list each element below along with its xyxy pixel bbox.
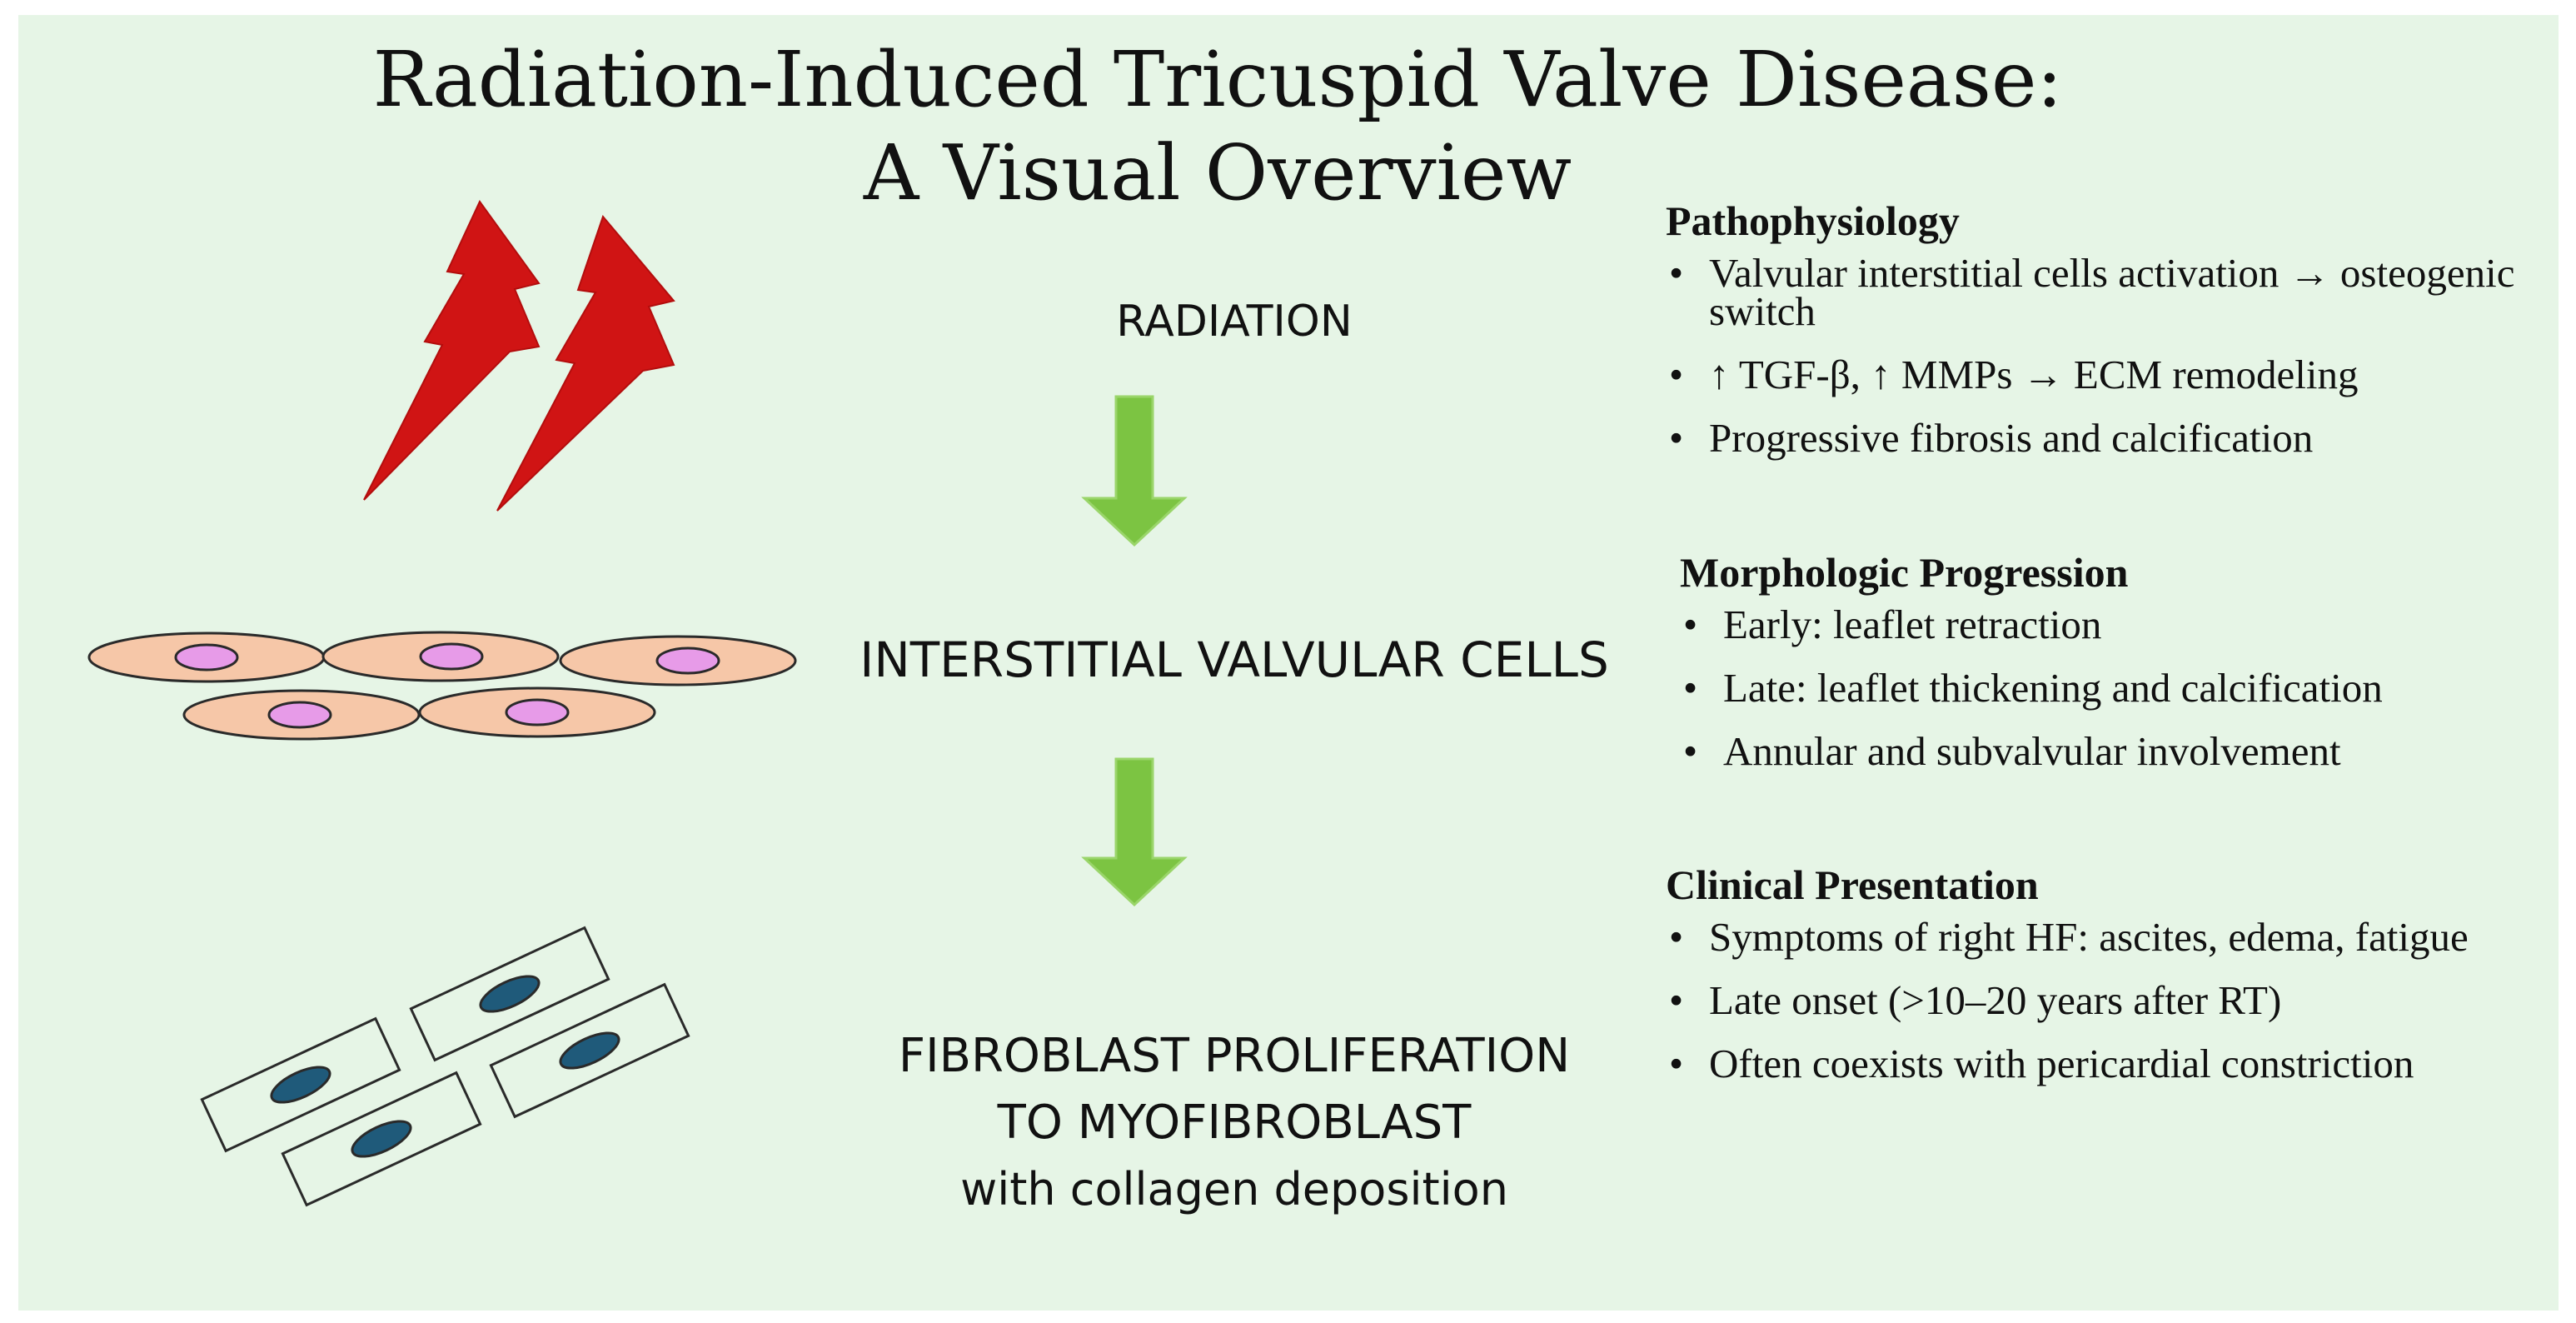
- fibroblast-cell-icon: [409, 926, 610, 1062]
- lightning-bolt-icon: [363, 200, 541, 501]
- valvular-cell-icon: [418, 686, 656, 738]
- list-item: ↑ TGF-β, ↑ MMPs → ECM remodeling: [1666, 354, 2565, 395]
- fibroblast-illustration: [200, 926, 690, 1207]
- lightning-bolt-icon: [496, 215, 675, 512]
- stage-fibroblast-label: FIBROBLAST PROLIFERATION TO MYOFIBROBLAS…: [835, 1023, 1634, 1223]
- stage-fibroblast-line-3: with collagen deposition: [960, 1163, 1508, 1216]
- list-item: Progressive fibrosis and calcification: [1666, 417, 2565, 458]
- title-line-1: Radiation-Induced Tricuspid Valve Diseas…: [372, 35, 2063, 124]
- clinical-presentation-panel: Clinical Presentation Symptoms of right …: [1666, 858, 2565, 1108]
- clinical-presentation-heading: Clinical Presentation: [1666, 861, 2039, 908]
- title-line-2: A Visual Overview: [863, 128, 1572, 217]
- stage-interstitial-cells-text: INTERSTITIAL VALVULAR CELLS: [859, 632, 1609, 688]
- fibroblast-cell-icon: [200, 1016, 401, 1153]
- infographic-canvas: Radiation-Induced Tricuspid Valve Diseas…: [18, 15, 2559, 1311]
- list-item: Late onset (>10–20 years after RT): [1666, 980, 2565, 1021]
- morphologic-progression-panel: Morphologic Progression Early: leaflet r…: [1680, 546, 2576, 796]
- list-item: Symptoms of right HF: ascites, edema, fa…: [1666, 916, 2565, 957]
- stage-radiation-label: RADIATION: [993, 297, 1476, 347]
- down-arrow-icon: [1081, 395, 1188, 547]
- list-item: Often coexists with pericardial constric…: [1666, 1043, 2565, 1084]
- stage-fibroblast-line-2: TO MYOFIBROBLAST: [997, 1096, 1472, 1150]
- valvular-cell-icon: [559, 635, 797, 686]
- stage-interstitial-cells-label: INTERSTITIAL VALVULAR CELLS: [835, 632, 1634, 688]
- valvular-cell-icon: [321, 631, 560, 682]
- fibroblast-cell-icon: [489, 982, 690, 1119]
- pathophysiology-heading: Pathophysiology: [1666, 197, 1960, 244]
- valvular-cell-icon: [87, 632, 326, 683]
- illustration-layer: [87, 200, 1188, 1207]
- list-item: Valvular interstitial cells activation →…: [1666, 252, 2565, 332]
- page-title: Radiation-Induced Tricuspid Valve Diseas…: [18, 33, 2417, 220]
- fibroblast-cell-icon: [281, 1071, 482, 1207]
- morphologic-progression-heading: Morphologic Progression: [1680, 549, 2129, 596]
- pathophysiology-list: Valvular interstitial cells activation →…: [1666, 252, 2565, 458]
- down-arrow-icon: [1081, 757, 1188, 907]
- pathophysiology-panel: Pathophysiology Valvular interstitial ce…: [1666, 194, 2565, 482]
- stage-radiation-text: RADIATION: [1116, 297, 1353, 347]
- clinical-presentation-list: Symptoms of right HF: ascites, edema, fa…: [1666, 916, 2565, 1084]
- valvular-cells-illustration: [87, 631, 797, 741]
- list-item: Early: leaflet retraction: [1680, 604, 2576, 645]
- stage-fibroblast-line-1: FIBROBLAST PROLIFERATION: [898, 1029, 1571, 1083]
- list-item: Annular and subvalvular involvement: [1680, 731, 2576, 771]
- valvular-cell-icon: [182, 689, 421, 741]
- list-item: Late: leaflet thickening and calcificati…: [1680, 667, 2576, 708]
- morphologic-progression-list: Early: leaflet retraction Late: leaflet …: [1680, 604, 2576, 771]
